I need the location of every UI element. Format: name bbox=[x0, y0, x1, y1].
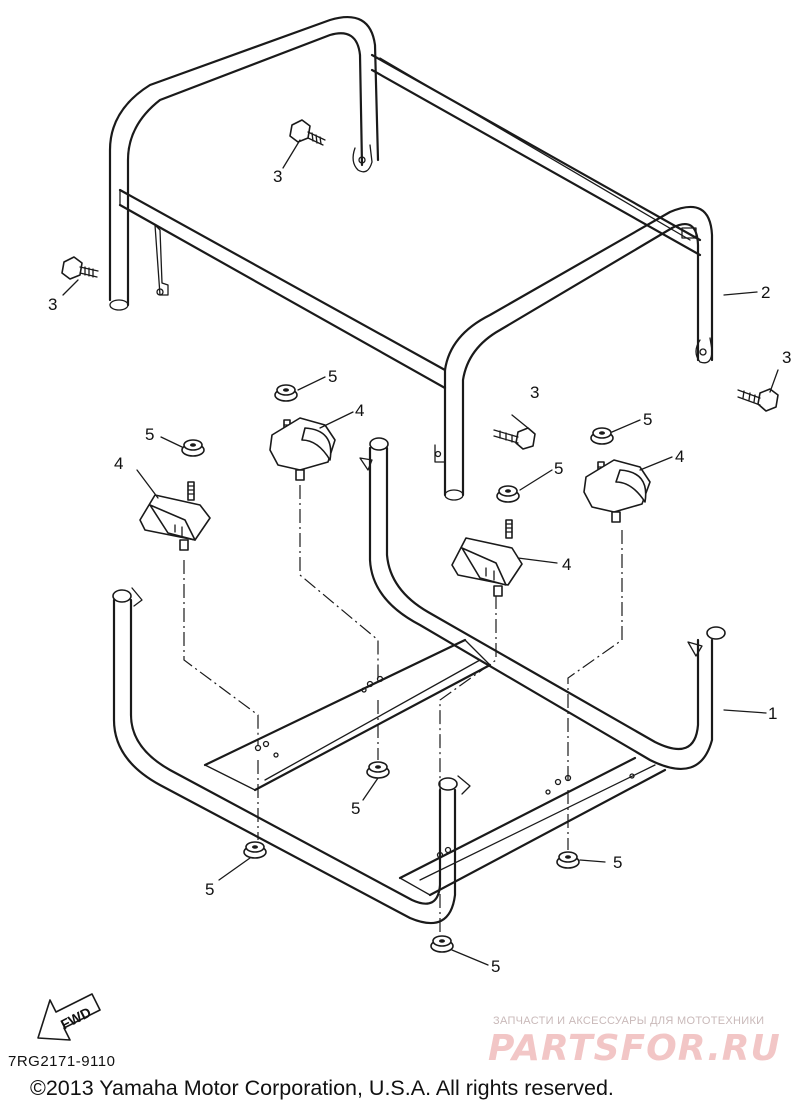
bolt-3-right bbox=[737, 388, 779, 412]
callout-4-left: 4 bbox=[114, 454, 123, 473]
bolt-3-top bbox=[289, 119, 326, 146]
nut-5-b bbox=[274, 384, 298, 402]
callout-4-center: 4 bbox=[562, 555, 571, 574]
nut-5-d bbox=[590, 427, 614, 445]
callout-4-right: 4 bbox=[675, 447, 684, 466]
fwd-arrow-icon: FWD bbox=[37, 993, 101, 1041]
copyright-notice: ©2013 Yamaha Motor Corporation, U.S.A. A… bbox=[30, 1076, 614, 1100]
callout-5-h: 5 bbox=[491, 957, 500, 976]
nut-5-g bbox=[556, 851, 580, 869]
callout-1: 1 bbox=[768, 704, 777, 723]
callout-numbers: 1 2 3 3 3 3 4 4 4 4 5 5 5 5 5 5 5 5 bbox=[48, 167, 791, 976]
drawing-code: 7RG2171-9110 bbox=[8, 1053, 116, 1070]
callout-3-right: 3 bbox=[782, 348, 791, 367]
leader-lines bbox=[62, 139, 779, 966]
lower-frame-1 bbox=[112, 437, 726, 925]
bolt-3-middle bbox=[493, 427, 536, 450]
callout-5-a: 5 bbox=[145, 425, 154, 444]
upper-frame-2 bbox=[108, 15, 714, 501]
callout-3-left: 3 bbox=[48, 295, 57, 314]
damper-4-left bbox=[139, 481, 211, 551]
bolt-3-left bbox=[61, 256, 99, 280]
callout-4-upper: 4 bbox=[355, 401, 364, 420]
callout-2: 2 bbox=[761, 283, 770, 302]
callout-5-e: 5 bbox=[351, 799, 360, 818]
damper-4-upper bbox=[269, 417, 336, 481]
callout-5-b: 5 bbox=[328, 367, 337, 386]
watermark-tagline: ЗАПЧАСТИ И АКСЕССУАРЫ ДЛЯ МОТОТЕХНИКИ bbox=[493, 1015, 765, 1027]
callout-3-top: 3 bbox=[273, 167, 282, 186]
callout-3-middle: 3 bbox=[530, 383, 539, 402]
nut-5-e bbox=[366, 761, 390, 779]
nut-5-a bbox=[181, 439, 205, 457]
callout-5-f: 5 bbox=[205, 880, 214, 899]
callout-5-g: 5 bbox=[613, 853, 622, 872]
watermark-brand: PARTSFOR.RU bbox=[488, 1028, 781, 1069]
alignment-lines bbox=[183, 485, 623, 935]
nut-5-f bbox=[243, 841, 267, 859]
callout-5-d: 5 bbox=[643, 410, 652, 429]
callout-5-c: 5 bbox=[554, 459, 563, 478]
damper-4-right bbox=[583, 459, 651, 523]
nut-5-h bbox=[430, 935, 454, 953]
nut-5-c bbox=[496, 485, 520, 503]
damper-4-center bbox=[451, 519, 523, 597]
